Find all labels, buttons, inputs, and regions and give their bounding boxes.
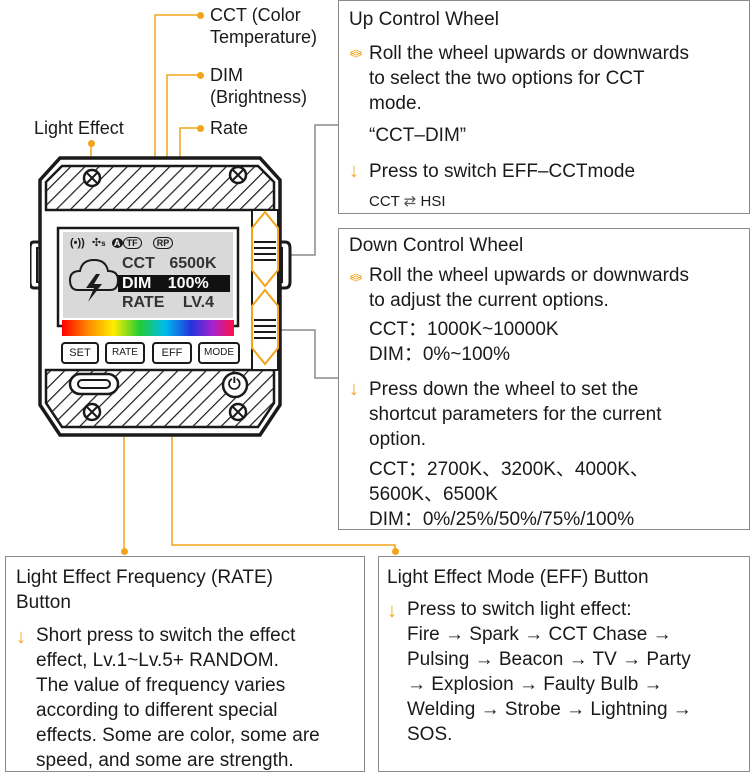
down-wheel-press-line1: Press down the wheel to set the (369, 379, 639, 400)
cct-dot (197, 12, 204, 19)
cct-label: CCT (210, 5, 247, 25)
down-wheel-dim-range: DIM：0%~100% (369, 344, 510, 365)
eff-button[interactable]: EFF (152, 342, 192, 364)
up-wheel-roll-line1: Roll the wheel upwards or downwards (369, 43, 689, 64)
up-wheel-options: “CCT–DIM” (369, 125, 467, 146)
eff-press-arrow-icon: ↓ (387, 600, 397, 622)
light-effect-dot (88, 140, 95, 147)
dim-dot (197, 72, 204, 79)
light-effect-callout: Light Effect (34, 118, 124, 138)
cct-label-2: Temperature) (210, 27, 318, 47)
up-down-arrows-icon: ︽︾ (349, 42, 363, 66)
mode-button[interactable]: MODE (198, 342, 240, 364)
rate-box-line1: Short press to switch the effect (36, 625, 296, 646)
rate-box-dot (121, 548, 128, 555)
toggle-cct-label: CCT (369, 193, 400, 210)
rate-box-line5: effects. Some are color, some are (36, 725, 320, 746)
screen-rate-label: RATE (122, 294, 165, 311)
press-down-arrow-icon: ↓ (349, 160, 359, 182)
dim-label-2: (Brightness) (210, 87, 308, 107)
screen-cct-label: CCT (122, 255, 155, 272)
dim-callout: DIM (Brightness) (210, 64, 307, 108)
up-wheel-box: Up Control Wheel ︽︾ Roll the wheel upwar… (338, 0, 750, 214)
device-illustration (30, 156, 292, 437)
up-wheel-roll-line2: to select the two options for CCT (369, 68, 645, 89)
up-wheel-roll-line3: mode. (369, 93, 422, 114)
down-wheel-press-line2: shortcut parameters for the current (369, 404, 662, 425)
down-up-down-arrows-icon: ︽︾ (349, 266, 363, 290)
rate-box-title-1: Light Effect Frequency (RATE) (16, 567, 273, 588)
screen-dim-label: DIM (122, 275, 152, 292)
down-wheel-dim-presets: DIM：0%/25%/50%/75%/100% (369, 509, 635, 530)
fan-s-label: s (101, 239, 106, 248)
screen-cct-value: 6500K (169, 255, 217, 272)
dim-label: DIM (210, 65, 243, 85)
eff-box-dot (392, 548, 399, 555)
eff-box: Light Effect Mode (EFF) Button ↓ Press t… (378, 556, 750, 772)
up-wheel-press: Press to switch EFF–CCTmode (369, 161, 636, 182)
rate-box-line6: speed, and some are strength. (36, 750, 294, 771)
eff-box-line1: Press to switch light effect: (407, 599, 632, 620)
eff-box-title: Light Effect Mode (EFF) Button (387, 567, 649, 588)
up-wheel-toggle: CCT ⇄ HSI (369, 189, 446, 214)
screen-dim-value: 100% (167, 275, 209, 292)
swap-arrows-icon: ⇄ (403, 193, 417, 210)
down-wheel-cct-presets-2: 5600K、6500K (369, 484, 498, 505)
cct-label-paren: (Color (251, 5, 301, 25)
rate-button[interactable]: RATE (105, 342, 145, 364)
up-wheel-title: Up Control Wheel (349, 9, 499, 30)
cct-callout: CCT (Color Temperature) (210, 4, 317, 48)
eff-box-line2: Fire → Spark → CCT Chase → (407, 624, 672, 645)
down-wheel-roll-line1: Roll the wheel upwards or downwards (369, 265, 689, 286)
rate-box-line3: The value of frequency varies (36, 675, 286, 696)
rate-callout: Rate (210, 118, 249, 138)
rate-box-line2: effect, Lv.1~Lv.5+ RANDOM. (36, 650, 279, 671)
rp-badge: RP (152, 237, 174, 249)
screen-row-cct: CCT 6500K (122, 255, 217, 273)
rate-box-line4: according to different special (36, 700, 278, 721)
eff-box-line6: SOS. (407, 724, 453, 745)
toggle-hsi-label: HSI (420, 193, 446, 210)
eff-box-line4: → Explosion → Faulty Bulb → (407, 674, 663, 695)
eff-box-line3: Pulsing → Beacon → TV → Party (407, 649, 691, 670)
rate-box: Light Effect Frequency (RATE) Button ↓ S… (5, 556, 365, 772)
rate-press-arrow-icon: ↓ (16, 626, 26, 648)
power-icon[interactable]: ⏻ (228, 376, 241, 393)
set-button[interactable]: SET (61, 342, 99, 364)
eff-box-line5: Welding → Strobe → Lightning → (407, 699, 692, 720)
tf-badge: TF (122, 237, 142, 249)
screen-row-dim: DIM 100% (122, 275, 209, 293)
down-wheel-cct-range: CCT：1000K~10000K (369, 319, 559, 340)
down-wheel-title: Down Control Wheel (349, 235, 524, 256)
screen-row-rate: RATE LV.4 (122, 294, 214, 312)
down-wheel-press-line3: option. (369, 429, 427, 450)
down-wheel-cct-presets-1: CCT：2700K、3200K、4000K、 (369, 459, 649, 480)
signal-icon: (•)) (70, 237, 85, 249)
rate-dot (197, 125, 204, 132)
a-badge: A (111, 238, 123, 248)
down-press-arrow-icon: ↓ (349, 378, 359, 400)
down-wheel-box: Down Control Wheel ︽︾ Roll the wheel upw… (338, 228, 750, 530)
screen-rate-value: LV.4 (182, 294, 214, 311)
down-wheel-roll-line2: to adjust the current options. (369, 290, 609, 311)
fan-icon: ✣ (91, 237, 102, 249)
rate-box-title-2: Button (16, 592, 71, 613)
